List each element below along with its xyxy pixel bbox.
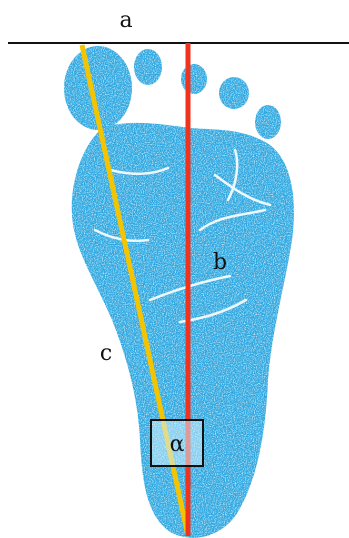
footprint-sole [72,123,294,538]
footprint-toe-5 [255,105,281,139]
footprint-toe-2 [134,49,162,85]
label-angle-alpha: α [170,432,185,457]
footprint-toe-4 [219,77,249,109]
label-a: a [119,8,132,33]
footprint-toe-3 [181,64,207,94]
label-b: b [213,250,227,275]
label-c: c [100,341,112,366]
